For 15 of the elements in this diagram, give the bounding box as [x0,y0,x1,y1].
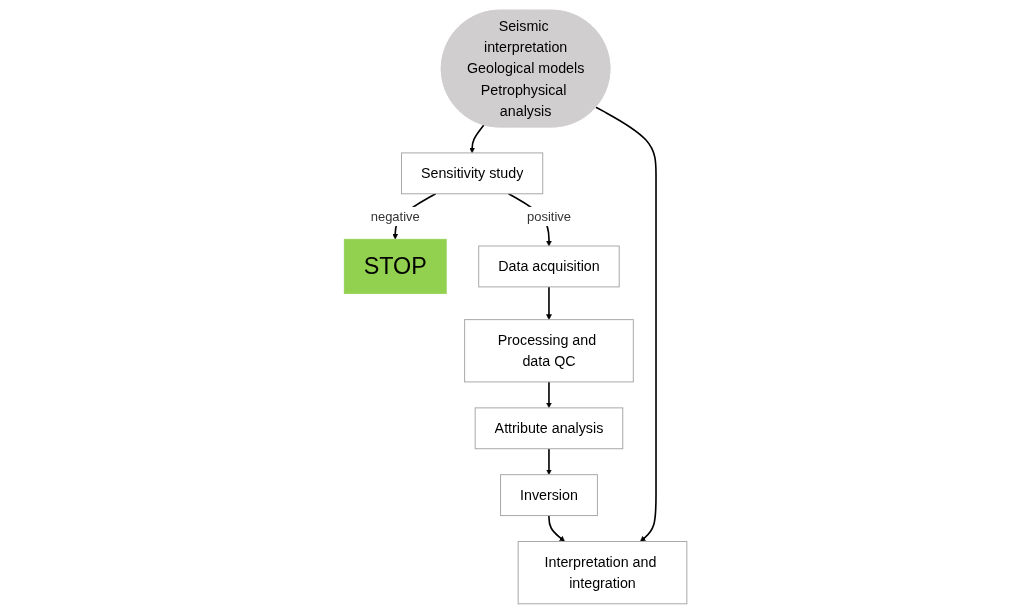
arrow [546,286,552,320]
node-box: Sensitivity study [400,152,544,195]
node-box: Processing and data QC [464,319,634,383]
node-box: Inversion [500,474,598,517]
arrow [595,106,657,542]
arrow [546,447,552,475]
edge-label: positive [526,209,571,224]
edge-label: negative [370,209,420,224]
node-box: Interpretation and integration [517,541,688,605]
arrow [469,124,485,154]
node-box: Data acquisition [478,245,620,288]
node-box: STOP [343,238,447,294]
node-box: Attribute analysis [474,407,624,450]
arrow [546,381,552,409]
arrow [548,514,565,542]
